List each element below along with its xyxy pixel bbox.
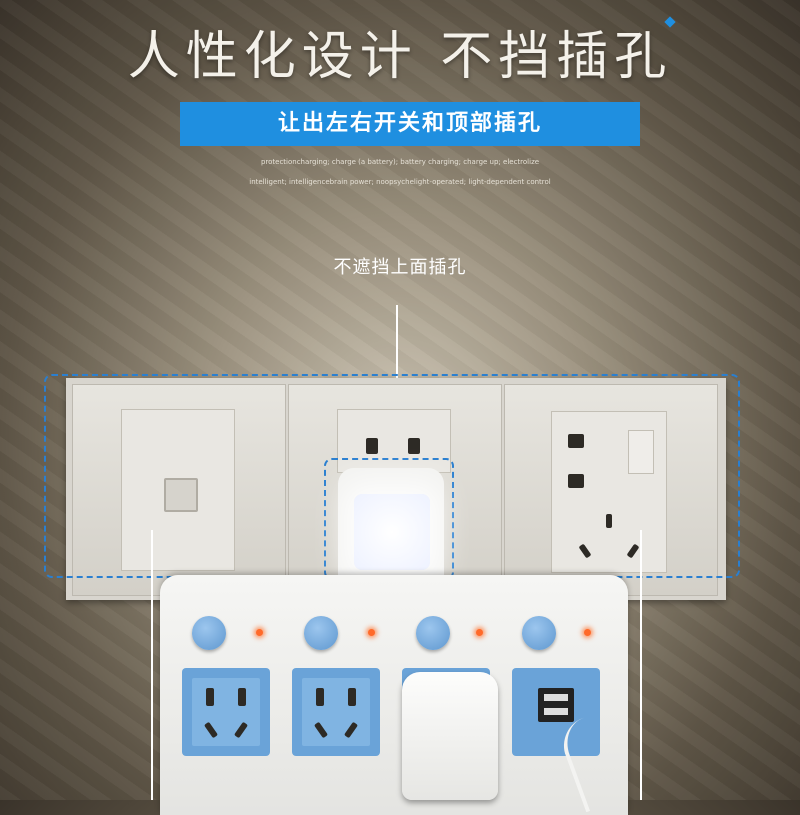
switch-button-1[interactable] xyxy=(192,616,226,650)
headline-title: 人性化设计 不挡插孔 xyxy=(127,27,673,87)
outlet-1-face xyxy=(192,678,260,746)
wall-plate-five-hole xyxy=(504,384,718,596)
outlet-1-hole-b xyxy=(238,688,246,706)
outlet-1[interactable] xyxy=(182,668,270,756)
five-hole-socket-face xyxy=(551,411,667,573)
inserted-plug xyxy=(402,672,498,800)
network-port-icon xyxy=(164,478,198,512)
indicator-led-1 xyxy=(256,629,263,636)
socket-hole-middle xyxy=(568,474,584,488)
callout-line xyxy=(396,305,398,415)
outlet-2-hole-d xyxy=(343,721,359,739)
middle-socket-face xyxy=(337,409,451,473)
outlet-1-hole-c xyxy=(203,721,219,739)
socket-hole-right xyxy=(408,438,420,454)
pointer-line-left xyxy=(151,530,153,800)
socket-hole-left xyxy=(366,438,378,454)
outlet-2-face xyxy=(302,678,370,746)
outlet-1-hole-a xyxy=(206,688,214,706)
indicator-led-2 xyxy=(368,629,375,636)
outlet-2-hole-c xyxy=(313,721,329,739)
indicator-led-3 xyxy=(476,629,483,636)
socket-hole-top xyxy=(568,434,584,448)
outlet-2[interactable] xyxy=(292,668,380,756)
network-port-face xyxy=(121,409,235,571)
pointer-line-right xyxy=(640,530,642,800)
rocker-switch xyxy=(628,430,654,474)
outlet-2-hole-b xyxy=(348,688,356,706)
night-light xyxy=(354,494,430,570)
switch-button-2[interactable] xyxy=(304,616,338,650)
socket-hole-earth xyxy=(606,514,612,528)
outlet-1-hole-d xyxy=(233,721,249,739)
feature-banner: 让出左右开关和顶部插孔 xyxy=(180,102,640,146)
subtitle-line-2: intelligent; intelligencebrain power; no… xyxy=(249,178,551,186)
switch-button-4[interactable] xyxy=(522,616,556,650)
subtitle-line-1: protectioncharging; charge (a battery); … xyxy=(260,158,540,166)
callout-label: 不遮挡上面插孔 xyxy=(333,257,467,278)
switch-button-3[interactable] xyxy=(416,616,450,650)
outlet-2-hole-a xyxy=(316,688,324,706)
wall-plate-network xyxy=(72,384,286,596)
usb-port-icon[interactable] xyxy=(538,688,574,722)
indicator-led-4 xyxy=(584,629,591,636)
